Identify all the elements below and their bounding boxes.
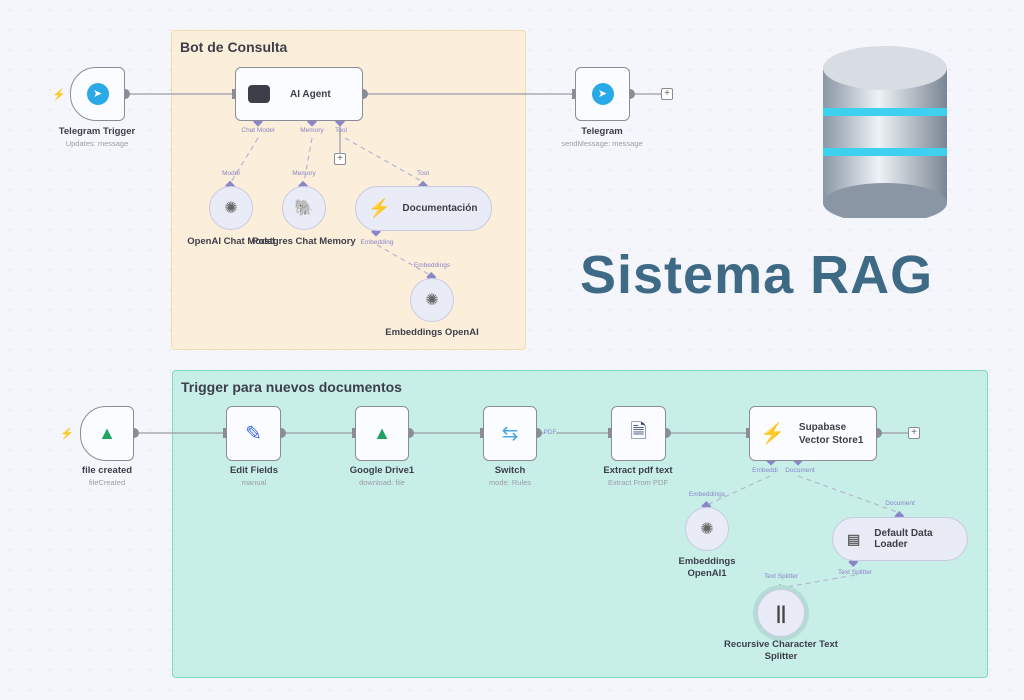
postgres-icon: 🐘 — [294, 200, 314, 217]
telegram-node[interactable]: ➤ — [575, 67, 630, 121]
node-name: Default Data Loader — [874, 528, 933, 550]
page-title: Sistema RAG — [580, 245, 934, 305]
node-name: Postgres Chat Memory — [252, 236, 356, 247]
binary-file-icon: ▤ — [847, 530, 861, 547]
embeddings-openai1-node[interactable]: ✺ — [685, 507, 729, 551]
node-name: Recursive Character Text Splitter — [724, 639, 838, 662]
signpost-icon: ⇆ — [501, 423, 519, 445]
openai-icon: ✺ — [700, 521, 714, 538]
edit-fields-node[interactable]: ✎ — [226, 406, 281, 461]
database-icon — [823, 46, 947, 218]
telegram-trigger-node[interactable]: ➤ — [70, 67, 125, 121]
file-created-node[interactable]: ▲ — [80, 406, 134, 461]
google-drive-icon: ▲ — [98, 423, 116, 443]
node-name: AI Agent — [290, 88, 331, 100]
file-export-icon: 🗎 — [630, 420, 647, 443]
google-drive-icon: ▲ — [373, 423, 391, 443]
robot-icon — [248, 85, 270, 103]
node-name: Google Drive1 — [349, 465, 415, 476]
openai-icon: ✺ — [425, 292, 439, 309]
port-label: Model — [222, 170, 240, 177]
add-tool-button[interactable]: + — [334, 153, 346, 165]
port-label: Tool — [417, 170, 429, 177]
node-subtitle: Updates: message — [65, 139, 129, 148]
supabase-vector-store-node[interactable]: ⚡ Supabase Vector Store1 — [749, 406, 877, 461]
node-subtitle: download: file — [359, 478, 405, 487]
node-name: Embeddings OpenAI — [385, 327, 479, 338]
ai-agent-node[interactable]: AI Agent — [235, 67, 363, 121]
node-subtitle: fileCreated — [88, 478, 126, 487]
openai-icon: ✺ — [224, 200, 238, 217]
node-name: Telegram Trigger — [58, 126, 136, 137]
node-subtitle: mode: Rules — [488, 478, 532, 487]
pencil-icon: ✎ — [245, 423, 262, 445]
postgres-memory-node[interactable]: 🐘 — [282, 186, 326, 230]
node-name: OpenAI Chat Model — [187, 236, 275, 247]
port-label: Text Splitter — [838, 569, 872, 576]
default-data-loader-node[interactable]: ▤ Default Data Loader — [832, 517, 968, 561]
node-subtitle: sendMessage: message — [561, 139, 643, 148]
node-name: Telegram — [581, 126, 623, 137]
port-label: Embedding — [360, 239, 394, 246]
port-label: Document — [885, 500, 915, 507]
port-label: Memory — [300, 127, 324, 134]
node-name: Edit Fields — [229, 465, 279, 476]
add-node-button[interactable]: + — [908, 427, 920, 439]
node-name: Supabase Vector Store1 — [798, 421, 864, 446]
trigger-bolt-icon: ⚡ — [60, 428, 74, 440]
port-label: Tool — [335, 127, 347, 134]
group-title: Bot de Consulta — [180, 39, 288, 55]
group-title: Trigger para nuevos documentos — [181, 379, 402, 395]
node-name: file created — [81, 465, 133, 476]
telegram-icon: ➤ — [86, 83, 109, 105]
google-drive-node[interactable]: ▲ — [355, 406, 409, 461]
port-label: Chat Model — [241, 127, 275, 134]
node-subtitle: Extract From PDF — [607, 478, 668, 487]
openai-chat-model-node[interactable]: ✺ — [209, 186, 253, 230]
supabase-icon: ⚡ — [760, 423, 785, 445]
port-label: Document — [785, 467, 815, 474]
pause-bars-icon: || — [775, 602, 787, 623]
port-label: PDF — [543, 429, 557, 436]
node-name: Switch — [494, 465, 526, 476]
port-label: Text Splitter — [764, 573, 798, 580]
port-label: Embeddings — [413, 262, 451, 269]
documentacion-node[interactable]: ⚡ Documentación — [355, 186, 492, 231]
node-name: Documentación — [402, 203, 478, 214]
supabase-icon: ⚡ — [368, 198, 391, 218]
node-subtitle: manual — [241, 478, 267, 487]
port-label: Embeddi — [752, 467, 778, 474]
trigger-bolt-icon: ⚡ — [52, 89, 66, 101]
telegram-icon: ➤ — [591, 83, 614, 105]
text-splitter-node[interactable]: || — [757, 589, 805, 637]
node-name: Embeddings OpenAI1 — [678, 556, 736, 579]
embeddings-openai-node[interactable]: ✺ — [410, 278, 454, 322]
add-node-button[interactable]: + — [661, 88, 673, 100]
switch-node[interactable]: ⇆ — [483, 406, 537, 461]
port-label: Embeddings — [688, 491, 726, 498]
node-name: Extract pdf text — [603, 465, 673, 476]
extract-pdf-node[interactable]: 🗎 — [611, 406, 666, 461]
port-label: Memory — [292, 170, 316, 177]
